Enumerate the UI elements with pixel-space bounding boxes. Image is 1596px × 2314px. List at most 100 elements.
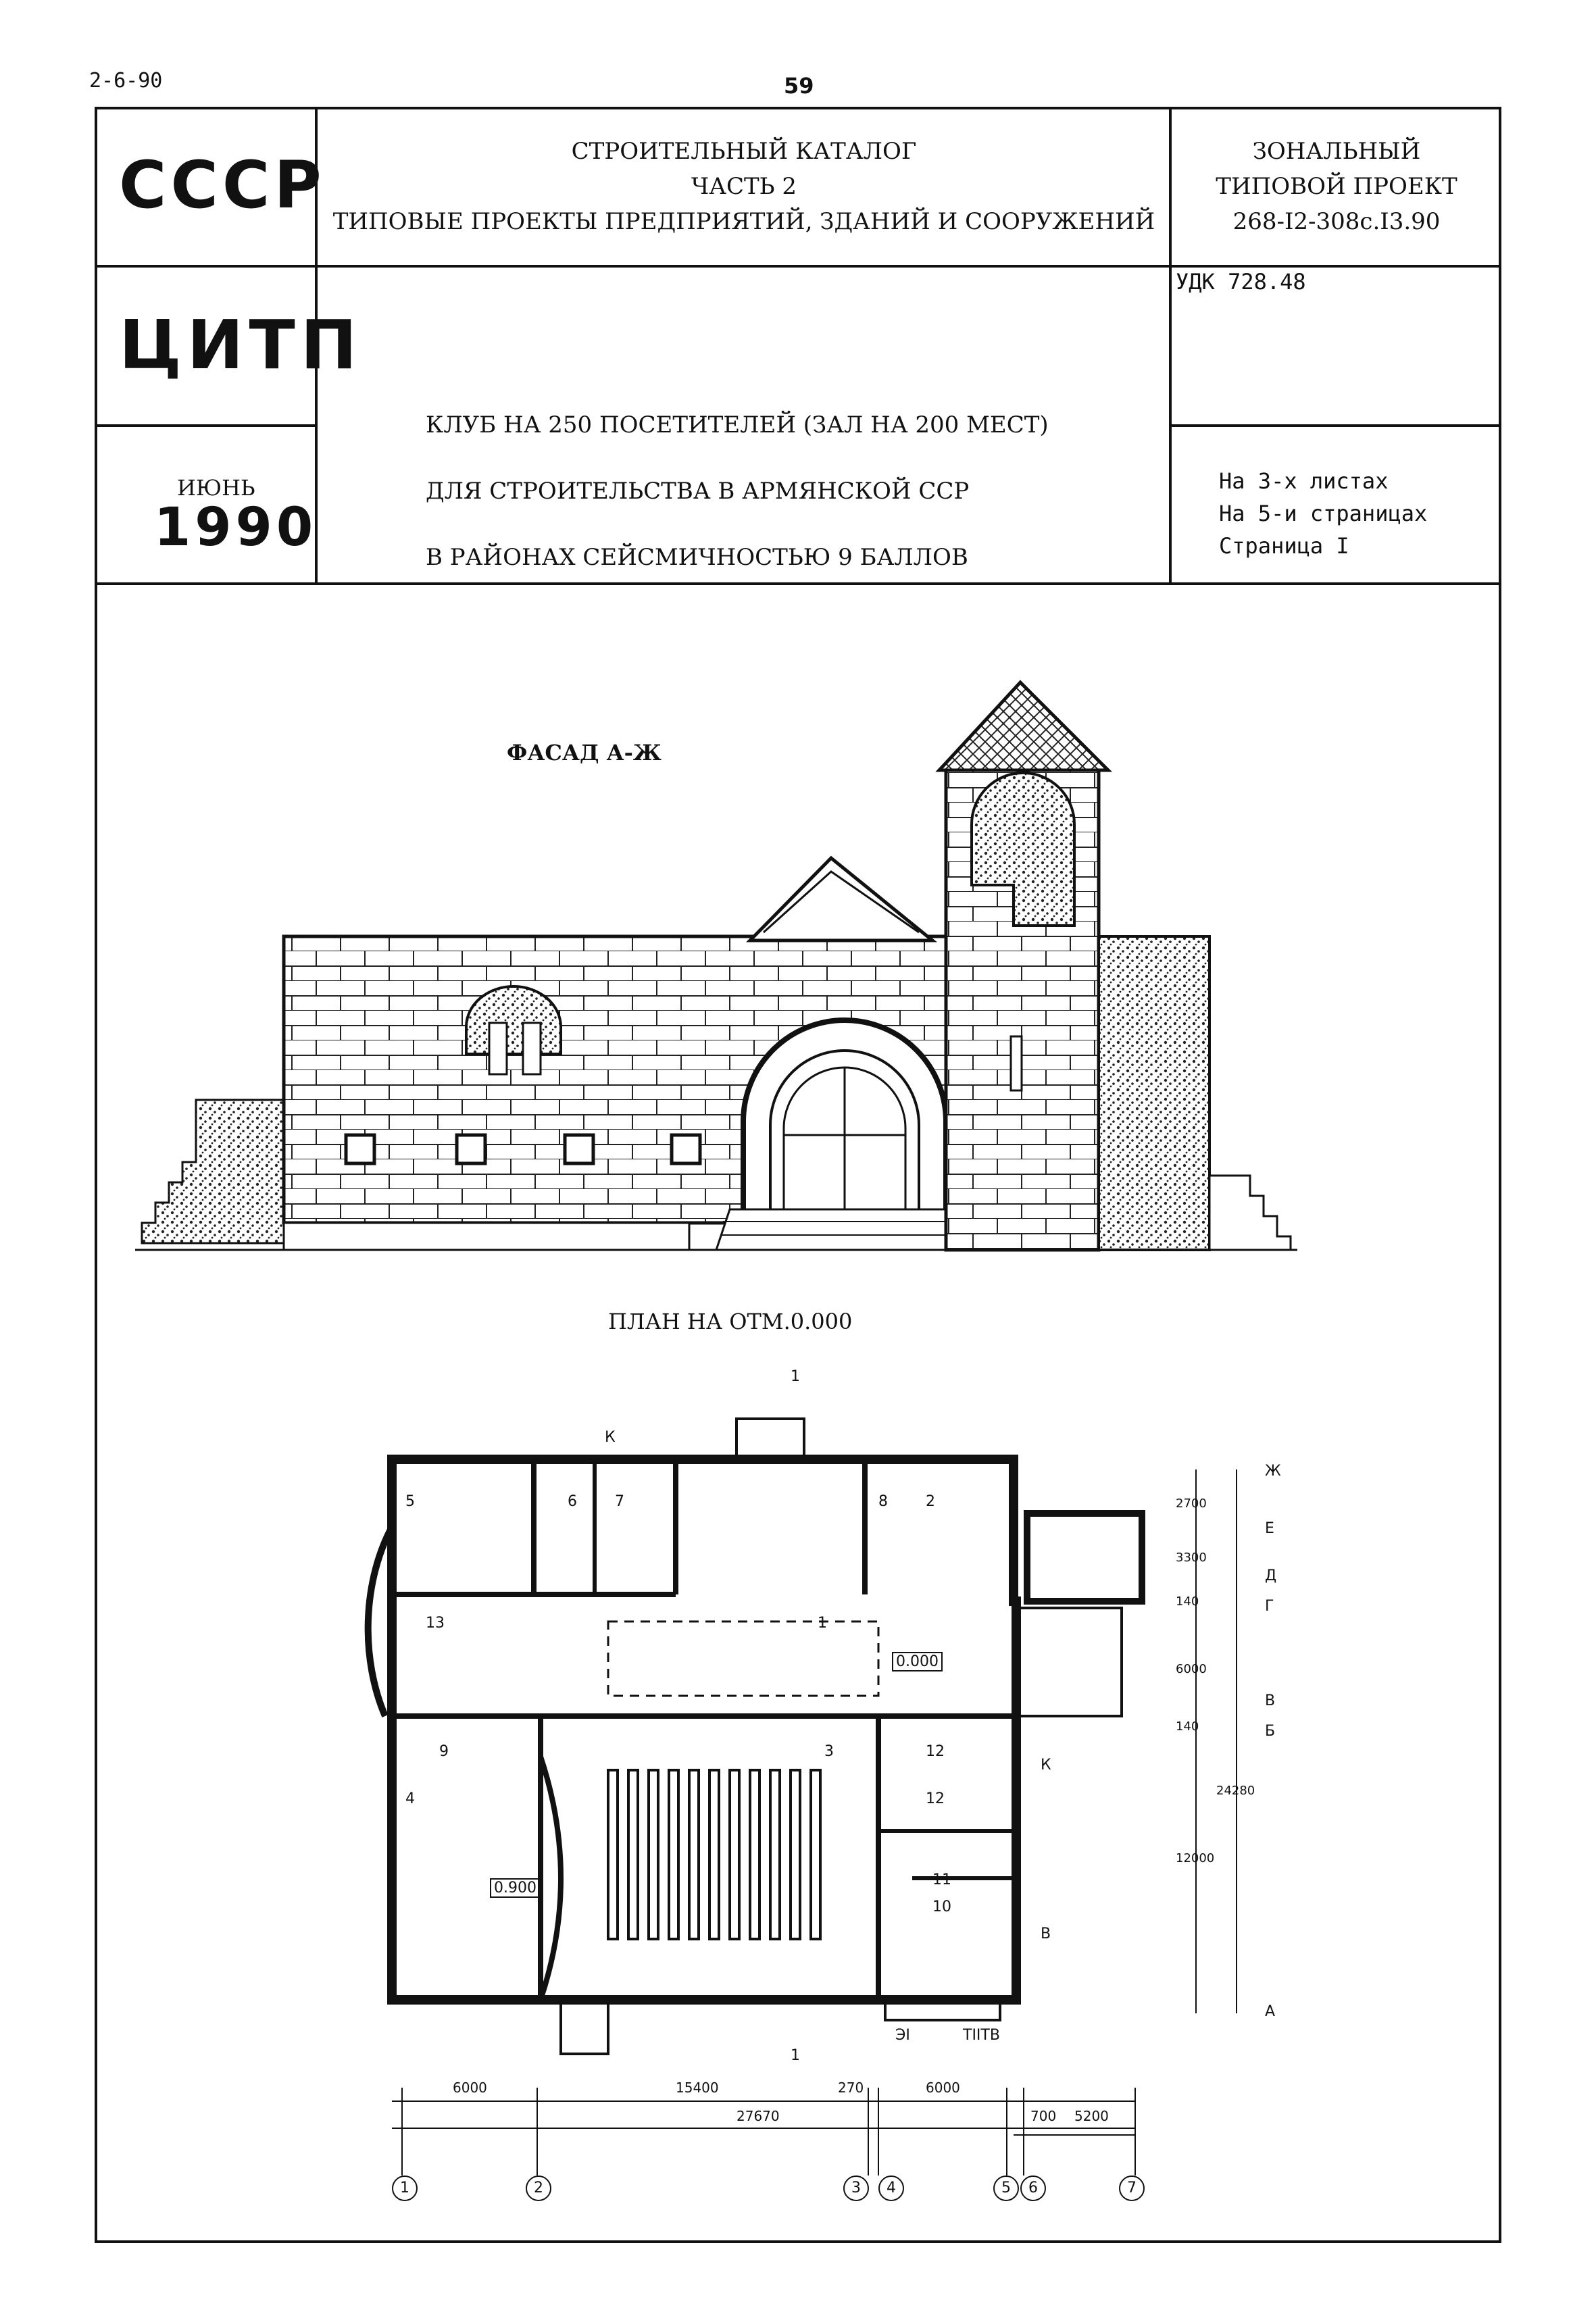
stamp-year: 1990 bbox=[154, 497, 318, 558]
axis-zh: Ж bbox=[1265, 1463, 1281, 1480]
dim-3300: 3300 bbox=[1176, 1551, 1207, 1565]
room-11: 11 bbox=[932, 1871, 951, 1888]
axis-g: Г bbox=[1265, 1598, 1274, 1615]
room-5: 5 bbox=[405, 1493, 415, 1510]
room-2: 2 bbox=[926, 1493, 935, 1510]
udk-divider-line bbox=[1169, 424, 1501, 427]
title-line-3: В РАЙОНАХ СЕЙСМИЧНОСТЬЮ 9 БАЛЛОВ bbox=[426, 544, 968, 571]
sheets-line-1: На 3-х листах bbox=[1219, 468, 1389, 494]
project-code-block: ЗОНАЛЬНЫЙ ТИПОВОЙ ПРОЕКТ 268-I2-308с.I3.… bbox=[1172, 134, 1501, 239]
sheets-info: На 3-х листах На 5-и страницах Страница … bbox=[1219, 465, 1427, 562]
right-wall bbox=[1097, 935, 1211, 1251]
dim-bottom-6000b: 6000 bbox=[926, 2080, 960, 2096]
seating-rows bbox=[607, 1769, 822, 1940]
dim-140a: 140 bbox=[1176, 1594, 1199, 1609]
tower-roof bbox=[935, 680, 1113, 772]
axis-1: 1 bbox=[392, 2175, 418, 2201]
axis-e: Е bbox=[1265, 1520, 1274, 1537]
title-line-1: КЛУБ НА 250 ПОСЕТИТЕЛЕЙ (ЗАЛ НА 200 МЕСТ… bbox=[426, 411, 1049, 438]
window bbox=[563, 1133, 595, 1165]
left-stair bbox=[141, 1099, 285, 1244]
dim-24280: 24280 bbox=[1216, 1784, 1255, 1798]
header-bottom-line bbox=[95, 582, 1501, 585]
gable-roof bbox=[746, 855, 938, 942]
stamp-divider-line bbox=[95, 424, 318, 427]
dim-6000: 6000 bbox=[1176, 1662, 1207, 1676]
frame-top bbox=[95, 107, 1501, 109]
project-line-3: 268-I2-308с.I3.90 bbox=[1232, 208, 1441, 235]
catalog-line-3: ТИПОВЫЕ ПРОЕКТЫ ПРЕДПРИЯТИЙ, ЗДАНИЙ И СО… bbox=[332, 208, 1155, 235]
entrance-steps bbox=[714, 1208, 961, 1251]
stamp-country: СССР bbox=[119, 147, 326, 223]
dim-12000: 12000 bbox=[1176, 1851, 1215, 1865]
dim-bottom-27670: 27670 bbox=[737, 2108, 780, 2124]
title-line-2: ДЛЯ СТРОИТЕЛЬСТВА В АРМЯНСКОЙ ССР bbox=[426, 478, 970, 505]
stamp-institute: ЦИТП bbox=[119, 305, 363, 384]
dim-bottom-700: 700 bbox=[1030, 2108, 1057, 2124]
facade-title: ФАСАД А-Ж bbox=[507, 740, 662, 765]
tower-belfry bbox=[970, 772, 1076, 927]
window bbox=[670, 1133, 702, 1165]
room-6: 6 bbox=[568, 1493, 577, 1510]
room-8: 8 bbox=[878, 1493, 888, 1510]
axis-4: 4 bbox=[878, 2175, 904, 2201]
arch-window-upper bbox=[465, 985, 562, 1055]
right-stair bbox=[1208, 1174, 1292, 1251]
window bbox=[455, 1133, 487, 1165]
elevation-0900: 0.900 bbox=[490, 1878, 541, 1898]
plan-drawing bbox=[364, 1417, 1237, 2175]
dim-bottom-5200: 5200 bbox=[1074, 2108, 1109, 2124]
room-9: 9 bbox=[439, 1743, 449, 1760]
room-12a: 12 bbox=[926, 1743, 945, 1760]
room-12b: 12 bbox=[926, 1790, 945, 1807]
entry-v-right: В bbox=[1041, 1926, 1051, 1942]
axis-v: В bbox=[1265, 1692, 1276, 1709]
page-number: 59 bbox=[784, 73, 814, 99]
axis-7: 7 bbox=[1119, 2175, 1145, 2201]
axis-5: 5 bbox=[993, 2175, 1019, 2201]
axis-6: 6 bbox=[1020, 2175, 1046, 2201]
stamp-month: ИЮНЬ bbox=[177, 475, 255, 501]
section-mark-bottom: 1 bbox=[791, 2047, 800, 2064]
axis-2: 2 bbox=[526, 2175, 551, 2201]
axis-a: А bbox=[1265, 2003, 1276, 2020]
facade-drawing bbox=[135, 680, 1297, 1252]
room-4: 4 bbox=[405, 1790, 415, 1807]
entry-tiitv: ТIIТВ bbox=[963, 2027, 1000, 2044]
catalog-heading: СТРОИТЕЛЬНЫЙ КАТАЛОГ ЧАСТЬ 2 ТИПОВЫЕ ПРО… bbox=[318, 134, 1170, 239]
dim-bottom-6000a: 6000 bbox=[453, 2080, 487, 2096]
room-1: 1 bbox=[818, 1615, 827, 1632]
frame-left bbox=[95, 107, 97, 2243]
frame-bottom bbox=[95, 2240, 1501, 2243]
frame-right bbox=[1499, 107, 1501, 2243]
document-code: 2-6-90 bbox=[89, 69, 163, 93]
room-13: 13 bbox=[426, 1615, 445, 1632]
room-7: 7 bbox=[615, 1493, 624, 1510]
catalog-line-1: СТРОИТЕЛЬНЫЙ КАТАЛОГ bbox=[571, 138, 917, 165]
axis-3: 3 bbox=[843, 2175, 869, 2201]
catalog-line-2: ЧАСТЬ 2 bbox=[691, 173, 797, 200]
axis-b: Б bbox=[1265, 1723, 1276, 1740]
header-col3-line bbox=[1169, 107, 1172, 584]
sheets-line-3: Страница I bbox=[1219, 533, 1349, 559]
dim-bottom-270: 270 bbox=[838, 2080, 864, 2096]
header-col1-line bbox=[315, 107, 318, 584]
dim-140b: 140 bbox=[1176, 1719, 1199, 1734]
entry-e1: ЭI bbox=[895, 2027, 910, 2044]
dim-bottom-15400: 15400 bbox=[676, 2080, 719, 2096]
room-10: 10 bbox=[932, 1898, 951, 1915]
section-mark-top: 1 bbox=[791, 1368, 800, 1385]
udk-code: УДК 728.48 bbox=[1176, 269, 1306, 295]
project-line-1: ЗОНАЛЬНЫЙ bbox=[1252, 138, 1421, 165]
sheets-line-2: На 5-и страницах bbox=[1219, 501, 1428, 526]
project-line-2: ТИПОВОЙ ПРОЕКТ bbox=[1216, 173, 1457, 200]
axis-d: Д bbox=[1265, 1567, 1277, 1584]
dim-2700: 2700 bbox=[1176, 1496, 1207, 1511]
room-3: 3 bbox=[824, 1743, 834, 1760]
elevation-0000: 0.000 bbox=[892, 1652, 943, 1671]
header-row1-line bbox=[95, 265, 1501, 268]
plan-title: ПЛАН НА ОТМ.0.000 bbox=[608, 1309, 853, 1334]
outer-wall bbox=[387, 1455, 1021, 2005]
document-title: КЛУБ НА 250 ПОСЕТИТЕЛЕЙ (ЗАЛ НА 200 МЕСТ… bbox=[426, 392, 1155, 590]
entry-k-right: К bbox=[1041, 1757, 1051, 1774]
